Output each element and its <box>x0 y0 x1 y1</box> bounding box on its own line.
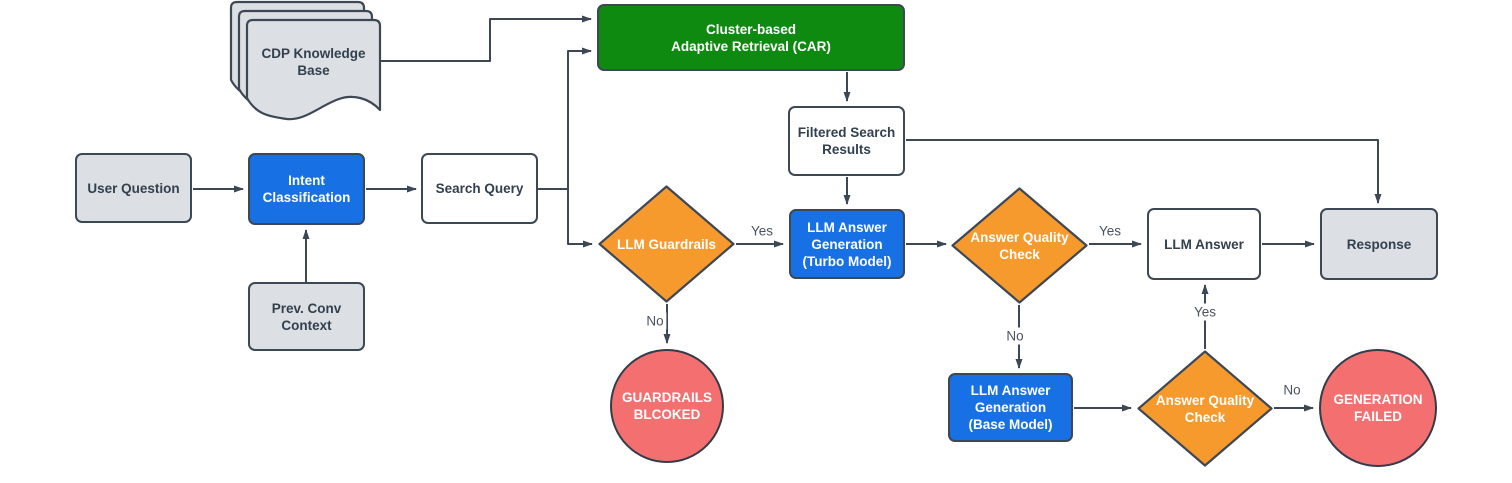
edge-filtered-response <box>906 139 1382 204</box>
edge-search-query-guardrails <box>567 189 593 248</box>
edge-search-query-car <box>538 47 592 190</box>
edge-cdp-car <box>381 15 592 62</box>
